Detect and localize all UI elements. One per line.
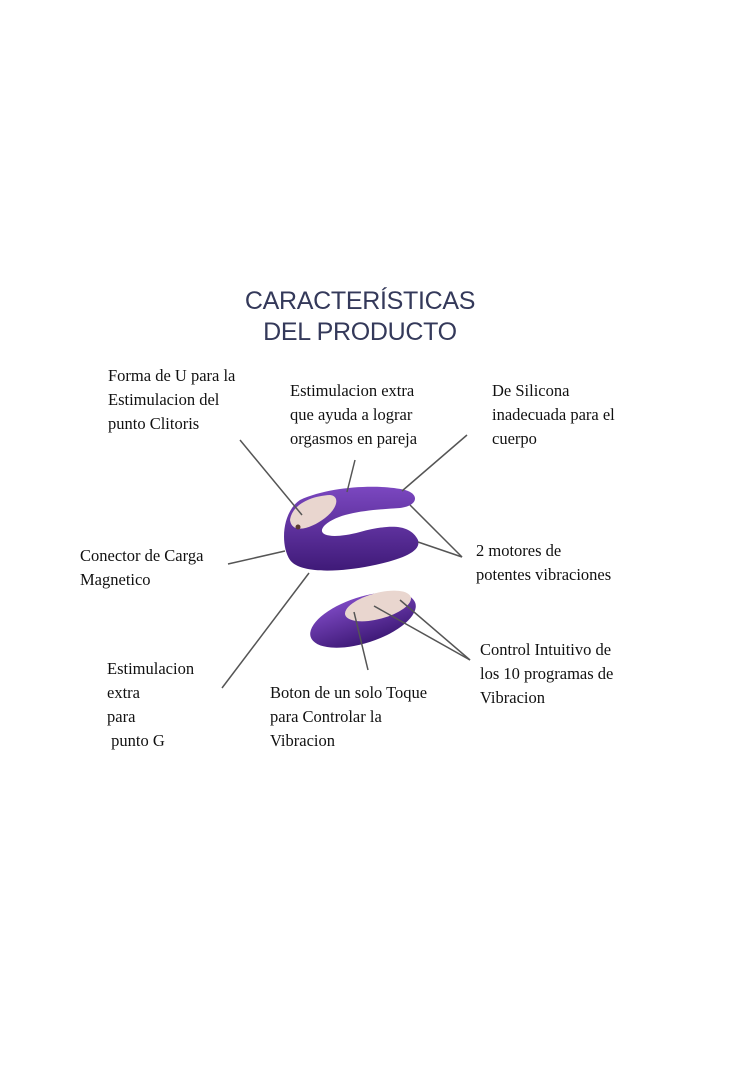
leader-control-1 — [399, 599, 471, 661]
leader-charger — [227, 550, 286, 565]
title-line-1: CARACTERÍSTICAS — [244, 287, 476, 315]
label-extra-stimulation: Estimulacion extra que ayuda a lograr or… — [290, 381, 418, 448]
leader-extra-stim — [346, 459, 356, 493]
leader-button — [353, 611, 369, 671]
leader-motor-1 — [409, 504, 463, 558]
label-button: Boton de un solo Toque para Controlar la… — [270, 683, 428, 750]
label-silicone: De Silicona inadecuada para el cuerpo — [492, 381, 615, 448]
page-title: CARACTERÍSTICAS DEL PRODUCTO — [200, 286, 520, 348]
label-charger: Conector de Carga Magnetico — [80, 546, 204, 589]
leader-motor-2 — [417, 541, 463, 558]
label-motors: 2 motores de potentes vibraciones — [476, 541, 612, 584]
u-shaped-device — [284, 486, 419, 571]
leader-silicone — [401, 434, 468, 492]
leader-lines — [221, 434, 471, 689]
remote-button-pad — [344, 590, 412, 622]
charge-port — [295, 524, 301, 530]
title-line-2: DEL PRODUCTO — [263, 318, 457, 346]
clitoral-pad — [290, 495, 337, 529]
leader-control-2 — [373, 605, 471, 661]
label-g-spot: Estimulacion extra para punto G — [107, 659, 195, 750]
label-control: Control Intuitivo de los 10 programas de… — [480, 640, 614, 707]
label-u-shape: Forma de U para la Estimulacion del punt… — [108, 366, 236, 433]
leader-g-spot — [221, 572, 310, 689]
leader-u-shape — [239, 439, 303, 516]
